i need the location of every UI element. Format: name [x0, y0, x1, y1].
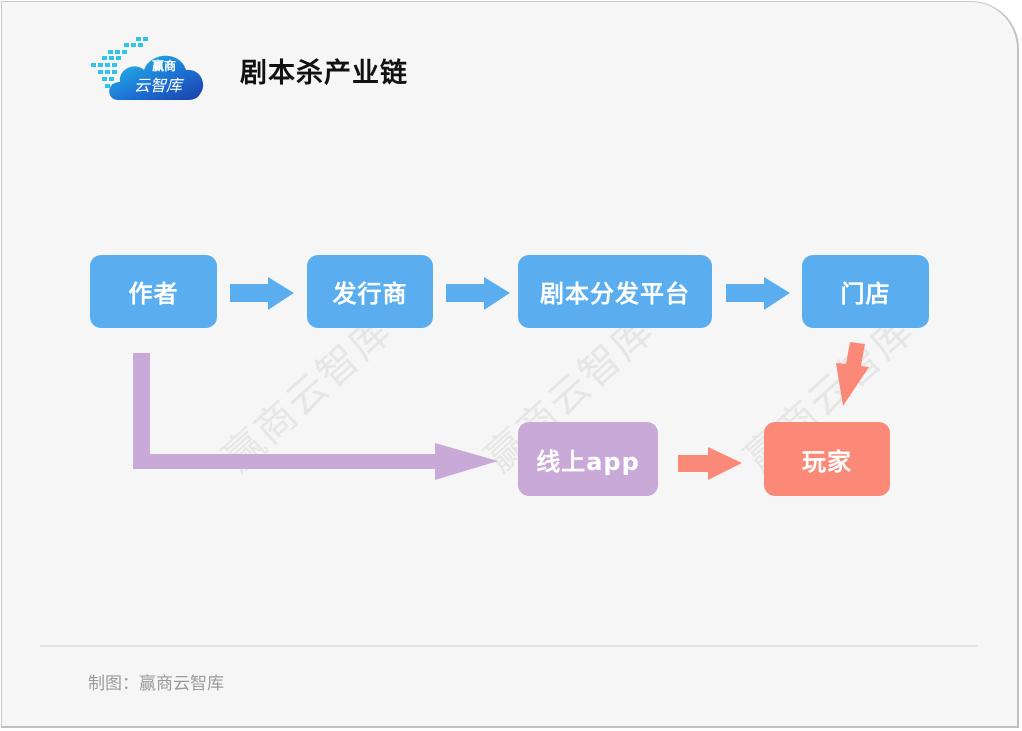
node-online-app: 线上app — [518, 422, 658, 496]
source-note: 制图：赢商云智库 — [88, 674, 224, 694]
node-player: 玩家 — [764, 422, 890, 496]
node-store: 门店 — [802, 255, 929, 328]
node-distribution-platform: 剧本分发平台 — [518, 255, 712, 328]
logo-text-line1: 赢商 — [152, 58, 176, 73]
logo-text-line2: 云智库 — [134, 76, 185, 95]
node-author: 作者 — [90, 255, 217, 328]
footer-divider — [40, 645, 978, 647]
node-publisher: 发行商 — [307, 255, 433, 328]
yingshang-logo: 赢商 云智库 — [88, 34, 208, 106]
cloud-icon: 赢商 云智库 — [91, 37, 204, 100]
page-title: 剧本杀产业链 — [240, 58, 408, 89]
